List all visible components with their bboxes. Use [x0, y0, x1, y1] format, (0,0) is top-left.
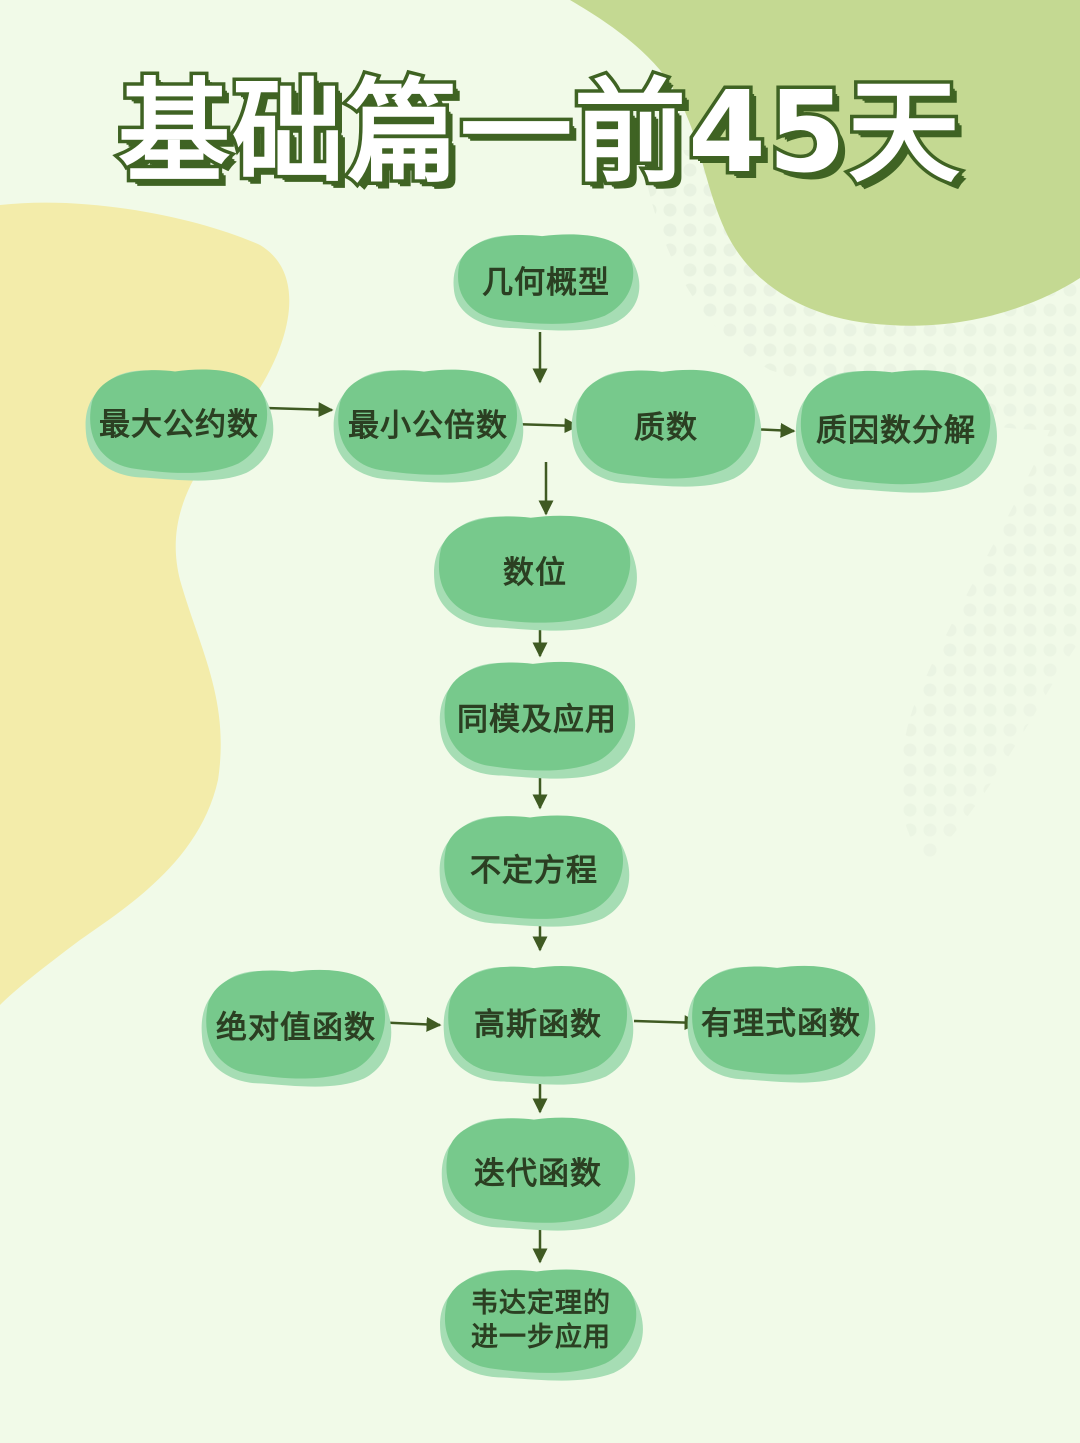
dot-band — [640, 150, 1080, 860]
node-zuida-gongyueshu[interactable]: 最大公约数 — [80, 362, 278, 481]
node-label: 几何概型 — [482, 264, 610, 301]
node-blob — [687, 965, 876, 1083]
node-blob — [439, 661, 636, 779]
yellow-blob — [0, 202, 290, 1005]
node-buding-fangcheng[interactable]: 不定方程 — [434, 808, 634, 927]
node-diedai-hanshu[interactable]: 迭代函数 — [436, 1110, 640, 1231]
node-zhiyinshu-fenjie[interactable]: 质因数分解 — [790, 362, 1002, 493]
node-label: 质数 — [634, 409, 698, 446]
node-label: 质因数分解 — [816, 412, 976, 449]
green-blob — [570, 0, 1080, 326]
node-blob — [443, 965, 634, 1085]
node-blob — [201, 969, 392, 1087]
node-blob — [441, 1117, 636, 1231]
node-gaosi-hanshu[interactable]: 高斯函数 — [438, 958, 638, 1085]
node-blob — [440, 1269, 643, 1381]
node-jihe-gaixing[interactable]: 几何概型 — [448, 228, 644, 331]
node-label: 数位 — [503, 554, 567, 591]
node-zhishu[interactable]: 质数 — [566, 362, 766, 487]
node-label: 绝对值函数 — [216, 1009, 376, 1046]
node-tongmo-ji-yingyong[interactable]: 同模及应用 — [434, 654, 640, 779]
node-weida-dingli[interactable]: 韦达定理的 进一步应用 — [434, 1262, 648, 1381]
node-blob — [439, 815, 630, 927]
node-label: 不定方程 — [470, 852, 598, 889]
node-label: 有理式函数 — [701, 1005, 861, 1042]
node-blob — [434, 515, 637, 631]
node-blob — [795, 370, 997, 493]
node-label: 迭代函数 — [474, 1155, 602, 1192]
node-jueduizhi-hanshu[interactable]: 绝对值函数 — [196, 962, 396, 1087]
node-label: 最大公约数 — [99, 406, 259, 443]
node-blob — [571, 369, 762, 487]
node-blob — [453, 234, 640, 331]
node-youlishi-hanshu[interactable]: 有理式函数 — [682, 958, 880, 1083]
node-blob — [333, 369, 524, 483]
node-blob — [85, 369, 274, 481]
page-title: 基础篇一前45天 — [115, 65, 964, 202]
node-label: 同模及应用 — [457, 701, 617, 738]
node-shuwei[interactable]: 数位 — [428, 508, 642, 631]
node-label: 最小公倍数 — [348, 407, 508, 444]
node-label: 韦达定理的 进一步应用 — [471, 1288, 611, 1353]
node-zuixiao-gongbeishu[interactable]: 最小公倍数 — [328, 362, 528, 483]
node-label: 高斯函数 — [474, 1006, 602, 1043]
